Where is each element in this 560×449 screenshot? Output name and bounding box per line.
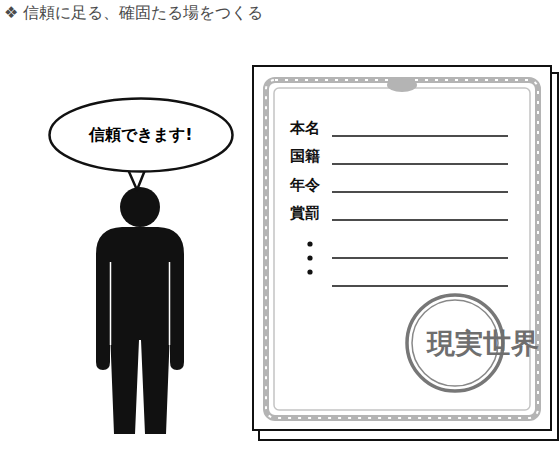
speech-text: 信頼できます! (89, 125, 192, 146)
form-line (332, 285, 508, 287)
form-line (332, 219, 508, 221)
field-label: 年令 (290, 176, 320, 194)
ornamental-frame (266, 80, 538, 418)
form-line (332, 257, 508, 259)
dot (307, 255, 312, 260)
field-label: 賞罰 (290, 204, 320, 222)
person-silhouette (96, 187, 184, 434)
frame-ornament (387, 78, 417, 92)
page-title: ❖ 信頼に足る、確固たる場をつくる (4, 3, 263, 23)
form-line (332, 163, 508, 165)
person-body (96, 227, 184, 434)
stamp-text: 現実世界 (427, 329, 483, 347)
certificate: 本名国籍年令賞罰現実世界 (253, 66, 551, 430)
field-label: 本名 (290, 119, 320, 137)
field-label: 国籍 (290, 147, 320, 165)
form-line (332, 135, 508, 137)
stamp-inner-ring (412, 300, 498, 386)
form-lines (332, 136, 508, 286)
speech-bubble: 信頼できます! (48, 97, 234, 173)
inner-frame (274, 88, 530, 410)
arm-gap (169, 262, 171, 345)
ellipsis-dots (307, 241, 312, 274)
dot (307, 269, 312, 274)
form-line (332, 191, 508, 193)
person-head (120, 187, 160, 227)
dot (307, 241, 312, 246)
seal-stamp: 現実世界 (405, 293, 505, 393)
arm-gap (110, 262, 112, 345)
stamp-ring (407, 295, 503, 391)
certificate-sheet (253, 66, 551, 430)
field-labels: 本名国籍年令賞罰 (290, 119, 320, 232)
frame-scallop (266, 80, 538, 418)
bubble-ellipse (50, 99, 233, 172)
